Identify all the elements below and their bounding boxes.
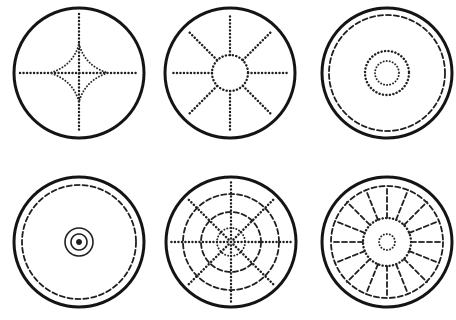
panel-web bbox=[166, 177, 296, 307]
panel-rosette bbox=[14, 177, 144, 307]
rosette-core bbox=[76, 239, 82, 245]
panel-spokes bbox=[165, 8, 295, 138]
panel-cross bbox=[14, 8, 144, 138]
panel-rings-outline bbox=[322, 8, 452, 138]
panel-rings bbox=[322, 8, 452, 138]
panel-spokes-rings bbox=[322, 177, 452, 307]
